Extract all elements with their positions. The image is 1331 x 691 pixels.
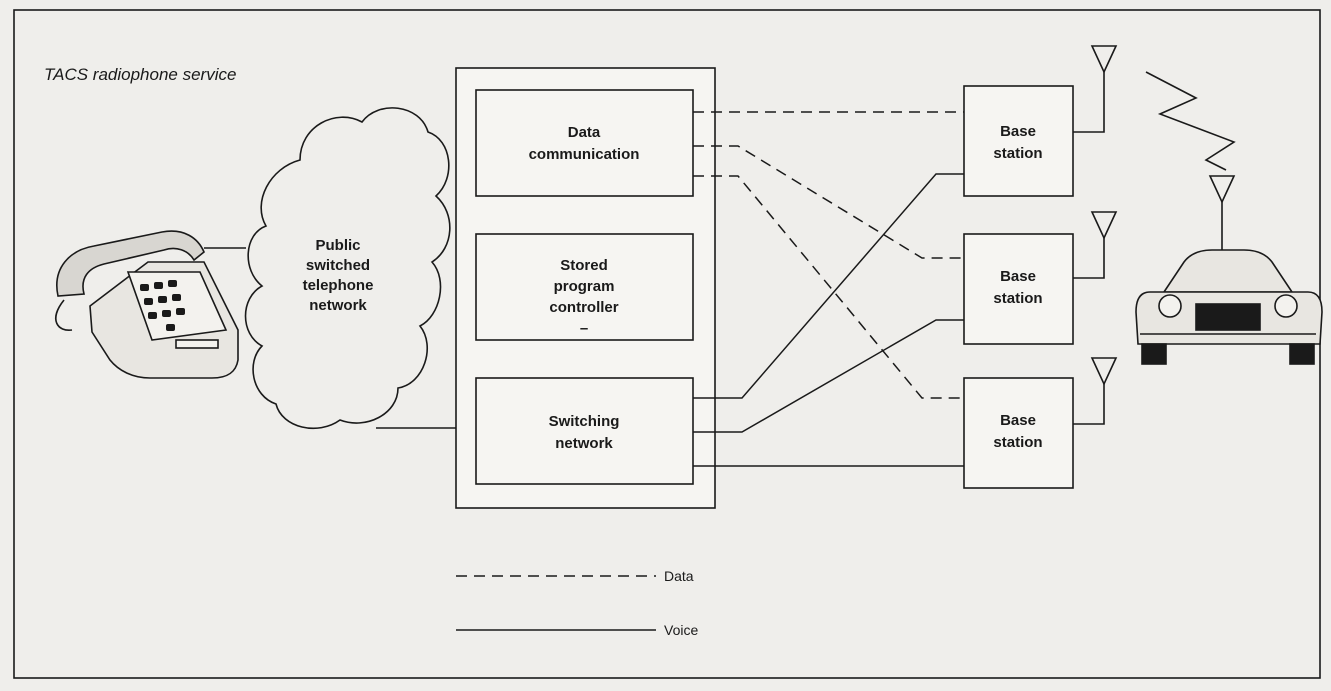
antenna-icon [1208, 175, 1236, 258]
base-station-box-1 [963, 85, 1074, 197]
network-label-3: telephone [303, 277, 374, 294]
car-icon [1135, 249, 1323, 365]
switching-label-1: Switching [549, 413, 620, 430]
controller-mark: – [580, 320, 588, 337]
base-station-label-2a: Base [1000, 268, 1036, 285]
data-communication-box [475, 89, 694, 197]
switching-label-2: network [555, 435, 613, 452]
base-station-box-2 [963, 233, 1074, 345]
radio-wave-icon [1145, 71, 1236, 171]
diagram-title: TACS radiophone service [44, 65, 236, 84]
base-station-label-3a: Base [1000, 412, 1036, 429]
controller-label-2: program [554, 278, 615, 295]
legend: Data Voice [456, 568, 698, 638]
network-label-4: network [309, 297, 367, 314]
legend-voice-label: Voice [664, 622, 698, 638]
network-label-2: switched [306, 257, 370, 274]
controller-box [475, 233, 694, 341]
base-station-label-3b: station [993, 434, 1042, 451]
voice-link-2 [693, 319, 964, 433]
antenna-icon [1073, 357, 1118, 425]
data-link-2 [693, 145, 964, 259]
voice-links [693, 173, 964, 467]
controller-label-3: controller [549, 299, 618, 316]
base-station-label-1b: station [993, 145, 1042, 162]
controller-label-1: Stored [560, 257, 608, 274]
data-communication-label-1: Data [568, 124, 601, 141]
telephone-icon [55, 230, 239, 379]
switching-network-box [475, 377, 694, 485]
base-station-label-1a: Base [1000, 123, 1036, 140]
base-station-box-3 [963, 377, 1074, 489]
base-station-label-2b: station [993, 290, 1042, 307]
data-communication-label-2: communication [529, 146, 640, 163]
network-label-1: Public [315, 237, 360, 254]
voice-link-1 [693, 173, 964, 399]
antenna-icon [1073, 211, 1118, 279]
data-link-3 [693, 175, 964, 399]
cloud-icon [244, 107, 451, 429]
data-links [693, 111, 964, 399]
antenna-icon [1073, 45, 1118, 133]
legend-data-label: Data [664, 568, 694, 584]
